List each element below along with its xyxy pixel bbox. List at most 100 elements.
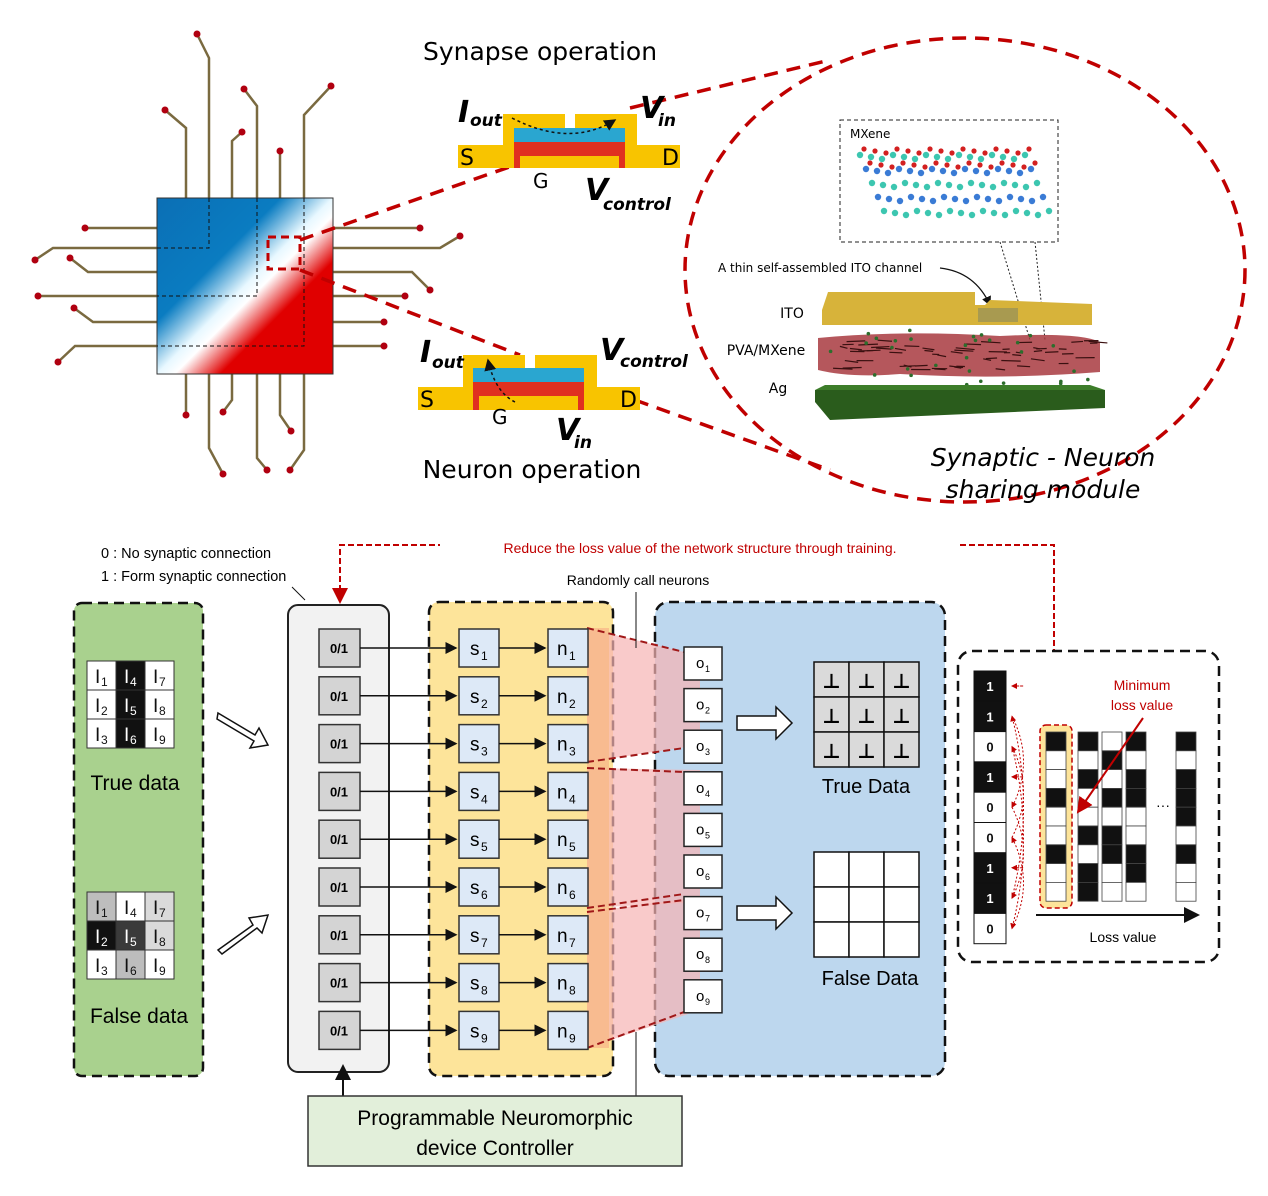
atom xyxy=(905,148,910,153)
candidate-cell xyxy=(1046,770,1066,789)
output-sub: 6 xyxy=(705,872,710,882)
particle xyxy=(1072,369,1076,373)
atom xyxy=(1010,162,1015,167)
neuron-sub: 5 xyxy=(569,840,576,854)
neuron-sub: 1 xyxy=(569,649,576,663)
atom xyxy=(1012,182,1018,188)
fan-band xyxy=(587,628,609,1048)
atom xyxy=(1026,146,1031,151)
synapse-sub: 9 xyxy=(481,1031,488,1045)
atom xyxy=(988,164,993,169)
chip-pin xyxy=(35,248,157,260)
chip-pin xyxy=(257,374,267,470)
particle xyxy=(867,332,871,336)
candidate-cell xyxy=(1102,826,1122,845)
flake xyxy=(986,358,997,359)
output-nodes: o1o2o3o4o5o6o7o8o9 xyxy=(684,647,722,1013)
chip-pin xyxy=(74,308,157,322)
atom xyxy=(951,170,957,176)
neuron-sub: 4 xyxy=(569,792,576,806)
particle xyxy=(1020,350,1024,354)
atom xyxy=(990,184,996,190)
output-sub: 7 xyxy=(705,914,710,924)
neuron-sub: 2 xyxy=(569,697,576,711)
synapse-label: s xyxy=(470,735,480,756)
particle xyxy=(909,374,913,378)
atom xyxy=(878,162,883,167)
particle xyxy=(864,341,868,345)
atom xyxy=(894,146,899,151)
input-cell-label: I xyxy=(95,927,100,948)
atom xyxy=(861,146,866,151)
output-sub: 3 xyxy=(705,747,710,757)
atom xyxy=(960,146,965,151)
candidate-cell xyxy=(1176,845,1196,864)
particle xyxy=(980,333,984,337)
atom xyxy=(938,148,943,153)
controller-line-2: device Controller xyxy=(416,1137,574,1160)
candidate-cell xyxy=(1176,751,1196,770)
svg-text:control: control xyxy=(603,195,672,215)
candidate-cell xyxy=(1176,826,1196,845)
atom xyxy=(911,162,916,167)
input-cell-label: I xyxy=(95,956,100,977)
atom xyxy=(935,180,941,186)
true-input-grid: I1I4I7I2I5I8I3I6I9 xyxy=(87,661,174,748)
input-cell-sub: 4 xyxy=(130,675,137,689)
pin-terminal xyxy=(427,287,434,294)
atom xyxy=(971,148,976,153)
atom xyxy=(1004,148,1009,153)
candidate-cell xyxy=(1078,732,1098,751)
atom xyxy=(947,208,953,214)
candidate-cell xyxy=(1176,788,1196,807)
particle xyxy=(968,369,972,373)
atom xyxy=(925,210,931,216)
output-label: o xyxy=(696,863,704,880)
output-cell xyxy=(849,922,884,957)
output-glyph: ⊥ xyxy=(822,669,840,693)
pin-terminal xyxy=(183,412,190,419)
chip-pin xyxy=(70,258,157,272)
particle xyxy=(1086,378,1090,382)
atom xyxy=(879,156,885,162)
output-cell xyxy=(814,887,849,922)
svg-text:G: G xyxy=(492,405,508,429)
neuron-sub: 9 xyxy=(569,1031,576,1045)
candidate-cell xyxy=(1176,882,1196,901)
bit-label: 1 xyxy=(986,770,993,785)
svg-text:I: I xyxy=(458,95,469,130)
atom xyxy=(1032,160,1037,165)
feedback-text: Reduce the loss value of the network str… xyxy=(504,540,897,556)
flake xyxy=(1001,361,1020,362)
input-cell-label: I xyxy=(153,927,158,948)
atom xyxy=(1040,194,1046,200)
candidate-cell xyxy=(1046,845,1066,864)
pin-terminal xyxy=(328,83,335,90)
synapse-title: Synapse operation xyxy=(423,37,657,66)
output-glyph: ⊥ xyxy=(822,739,840,763)
atom xyxy=(969,212,975,218)
chip-pin xyxy=(223,374,232,412)
particle xyxy=(964,344,968,348)
pin-terminal xyxy=(220,471,227,478)
atom xyxy=(973,168,979,174)
input-cell-label: I xyxy=(124,927,129,948)
atom xyxy=(984,170,990,176)
flake xyxy=(847,341,866,342)
pin-terminal xyxy=(241,86,248,93)
input-cell-sub: 6 xyxy=(130,733,137,747)
input-cell-sub: 2 xyxy=(101,935,108,949)
input-cell-sub: 7 xyxy=(159,675,166,689)
atom xyxy=(999,160,1004,165)
synapse-sub: 4 xyxy=(481,792,488,806)
input-arrows xyxy=(217,713,268,954)
input-cell-label: I xyxy=(124,725,129,746)
synapse-sub: 3 xyxy=(481,745,488,759)
neuron-label: n xyxy=(557,782,568,803)
switch-label: 0/1 xyxy=(330,689,348,704)
input-cell-label: I xyxy=(153,725,158,746)
input-cell-sub: 7 xyxy=(159,906,166,920)
pin-terminal xyxy=(67,255,74,262)
particle xyxy=(906,367,910,371)
candidate-cell xyxy=(1126,864,1146,883)
